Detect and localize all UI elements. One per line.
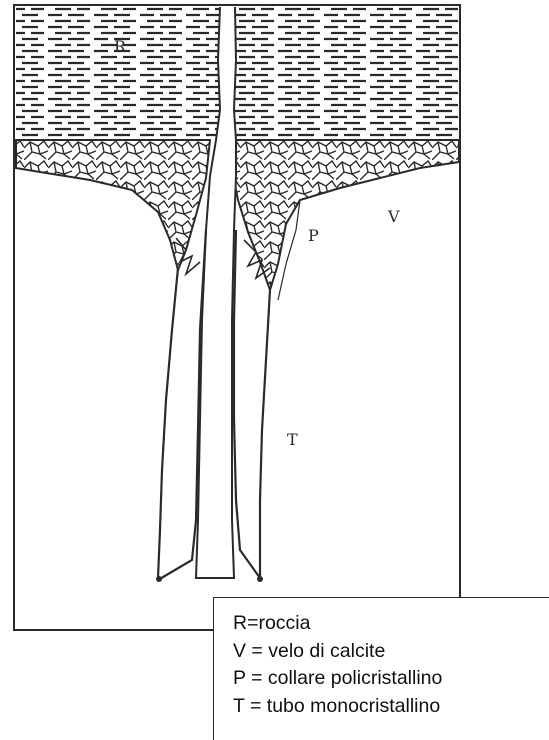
legend-item-monocrystalline-tube: T = tubo monocristallino bbox=[233, 693, 549, 721]
rock-layer-left bbox=[16, 7, 220, 140]
legend-item-rock: R=roccia bbox=[233, 610, 549, 638]
tube-tip-left bbox=[156, 576, 162, 582]
legend-item-calcite-veil: V = velo di calcite bbox=[233, 638, 549, 666]
label-monocrystalline-tube: T bbox=[287, 430, 298, 449]
legend-box: R=roccia V = velo di calcite P = collare… bbox=[213, 597, 549, 740]
rock-layer-right bbox=[235, 7, 459, 140]
label-calcite-veil: V bbox=[387, 207, 400, 226]
tube-tip-right bbox=[257, 576, 263, 582]
legend-item-polycrystalline-collar: P = collare policristallino bbox=[233, 665, 549, 693]
label-rock: R bbox=[114, 37, 127, 56]
label-polycrystalline-collar: P bbox=[308, 226, 319, 245]
